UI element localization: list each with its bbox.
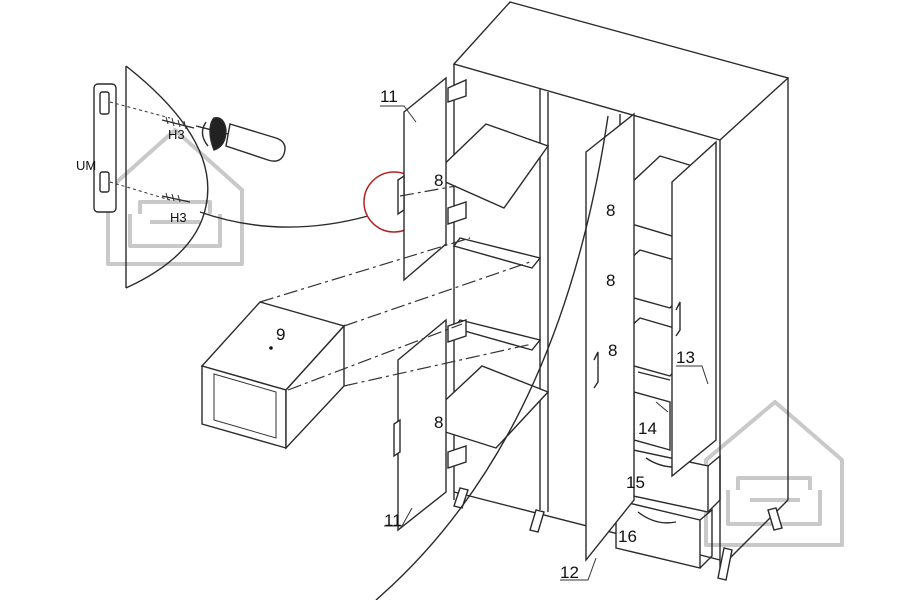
- door-bottom-left: [393, 318, 447, 532]
- door-top-left: [397, 76, 447, 282]
- box-9: [200, 301, 346, 450]
- label-shelf-8: 8: [606, 201, 615, 220]
- label-door-12: 12: [560, 563, 579, 582]
- door-center: [585, 112, 635, 562]
- label-shelf-8: 8: [608, 341, 617, 360]
- door-swing-arc: [375, 115, 609, 600]
- detail-leader-line: [199, 211, 369, 228]
- house-sofa-watermark-icon: [106, 128, 244, 266]
- screw-h3-bottom: [161, 192, 191, 203]
- label-shelf-8: 8: [434, 413, 443, 432]
- screw-h3-top: [161, 116, 195, 130]
- house-sofa-watermark-icon: [704, 400, 844, 547]
- label-um: UM: [76, 158, 96, 173]
- assembly-lines: [259, 185, 533, 391]
- hinge-brackets: [447, 78, 467, 469]
- label-door-13: 13: [676, 348, 695, 367]
- label-leaders: [269, 105, 709, 581]
- label-shelf-8: 8: [606, 271, 615, 290]
- label-drawer-14: 14: [638, 419, 657, 438]
- door-right: [671, 140, 717, 478]
- label-door-11-top: 11: [380, 87, 398, 106]
- drawer-bottom: [615, 499, 713, 569]
- label-box-9: 9: [276, 325, 285, 344]
- label-h3-top: H3: [168, 127, 185, 142]
- label-shelf-8: 8: [434, 171, 443, 190]
- label-h3-bottom: H3: [170, 210, 187, 225]
- label-drawer-15: 15: [626, 473, 645, 492]
- label-door-11-bottom: 11: [384, 511, 402, 530]
- screwdriver-icon: [195, 117, 286, 162]
- hinge-detail-callout: UM H3 H3: [76, 65, 369, 289]
- drawer-small: [633, 371, 671, 451]
- label-drawer-16: 16: [618, 527, 637, 546]
- left-shelves: [418, 123, 550, 449]
